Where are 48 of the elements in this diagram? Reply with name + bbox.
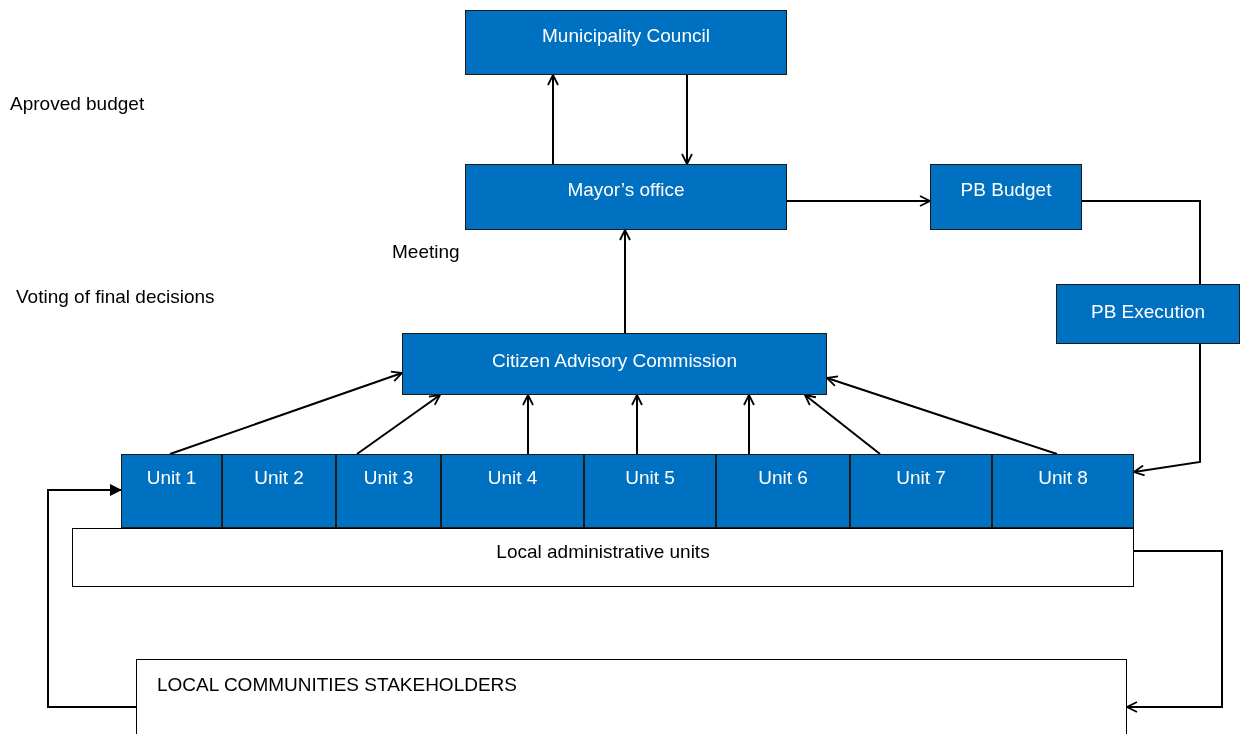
box-label: LOCAL COMMUNITIES STAKEHOLDERS <box>157 674 517 696</box>
process-box <box>1056 284 1240 344</box>
box-label: PB Budget <box>960 179 1052 201</box>
connector-line <box>1081 200 1201 285</box>
unit-box <box>441 454 584 528</box>
process-box <box>465 164 787 230</box>
box-label: Local administrative units <box>496 541 710 563</box>
box-label: Unit 8 <box>1038 467 1088 489</box>
unit-box <box>850 454 992 528</box>
arrow <box>619 229 631 334</box>
annotation-text: Voting of final decisions <box>16 286 215 308</box>
box-label: Unit 5 <box>625 467 675 489</box>
box-label: Unit 6 <box>758 467 808 489</box>
stakeholders-box <box>136 659 1127 734</box>
box-label: Municipality Council <box>542 25 710 47</box>
unit-box <box>716 454 850 528</box>
unit-box <box>992 454 1134 528</box>
box-label: Unit 7 <box>896 467 946 489</box>
arrow <box>1133 343 1201 477</box>
annotation-text: Aproved budget <box>10 93 145 115</box>
unit-box <box>336 454 441 528</box>
box-label: Unit 2 <box>254 467 304 489</box>
process-box <box>465 10 787 75</box>
annotation-text: Meeting <box>392 241 460 263</box>
arrow <box>547 74 559 165</box>
arrow <box>804 394 881 455</box>
unit-box <box>222 454 336 528</box>
process-box <box>402 333 827 395</box>
arrow <box>743 394 755 455</box>
arrow <box>169 370 403 455</box>
box-label: Unit 4 <box>487 467 538 489</box>
unit-box <box>584 454 716 528</box>
arrow <box>681 74 693 165</box>
process-box <box>930 164 1082 230</box>
box-label: PB Execution <box>1090 301 1206 323</box>
arrow <box>631 394 643 455</box>
arrow <box>1126 550 1223 713</box>
arrow <box>786 195 931 207</box>
arrow <box>356 394 441 455</box>
box-label: Unit 1 <box>146 467 197 489</box>
arrow <box>826 375 1058 455</box>
arrow <box>522 394 534 455</box>
unit-box <box>121 454 222 528</box>
arrow <box>47 484 137 708</box>
box-label: Citizen Advisory Commission <box>492 350 737 372</box>
box-label: Unit 3 <box>363 467 414 489</box>
box-label: Mayor’s office <box>567 179 685 201</box>
process-box <box>72 528 1134 587</box>
